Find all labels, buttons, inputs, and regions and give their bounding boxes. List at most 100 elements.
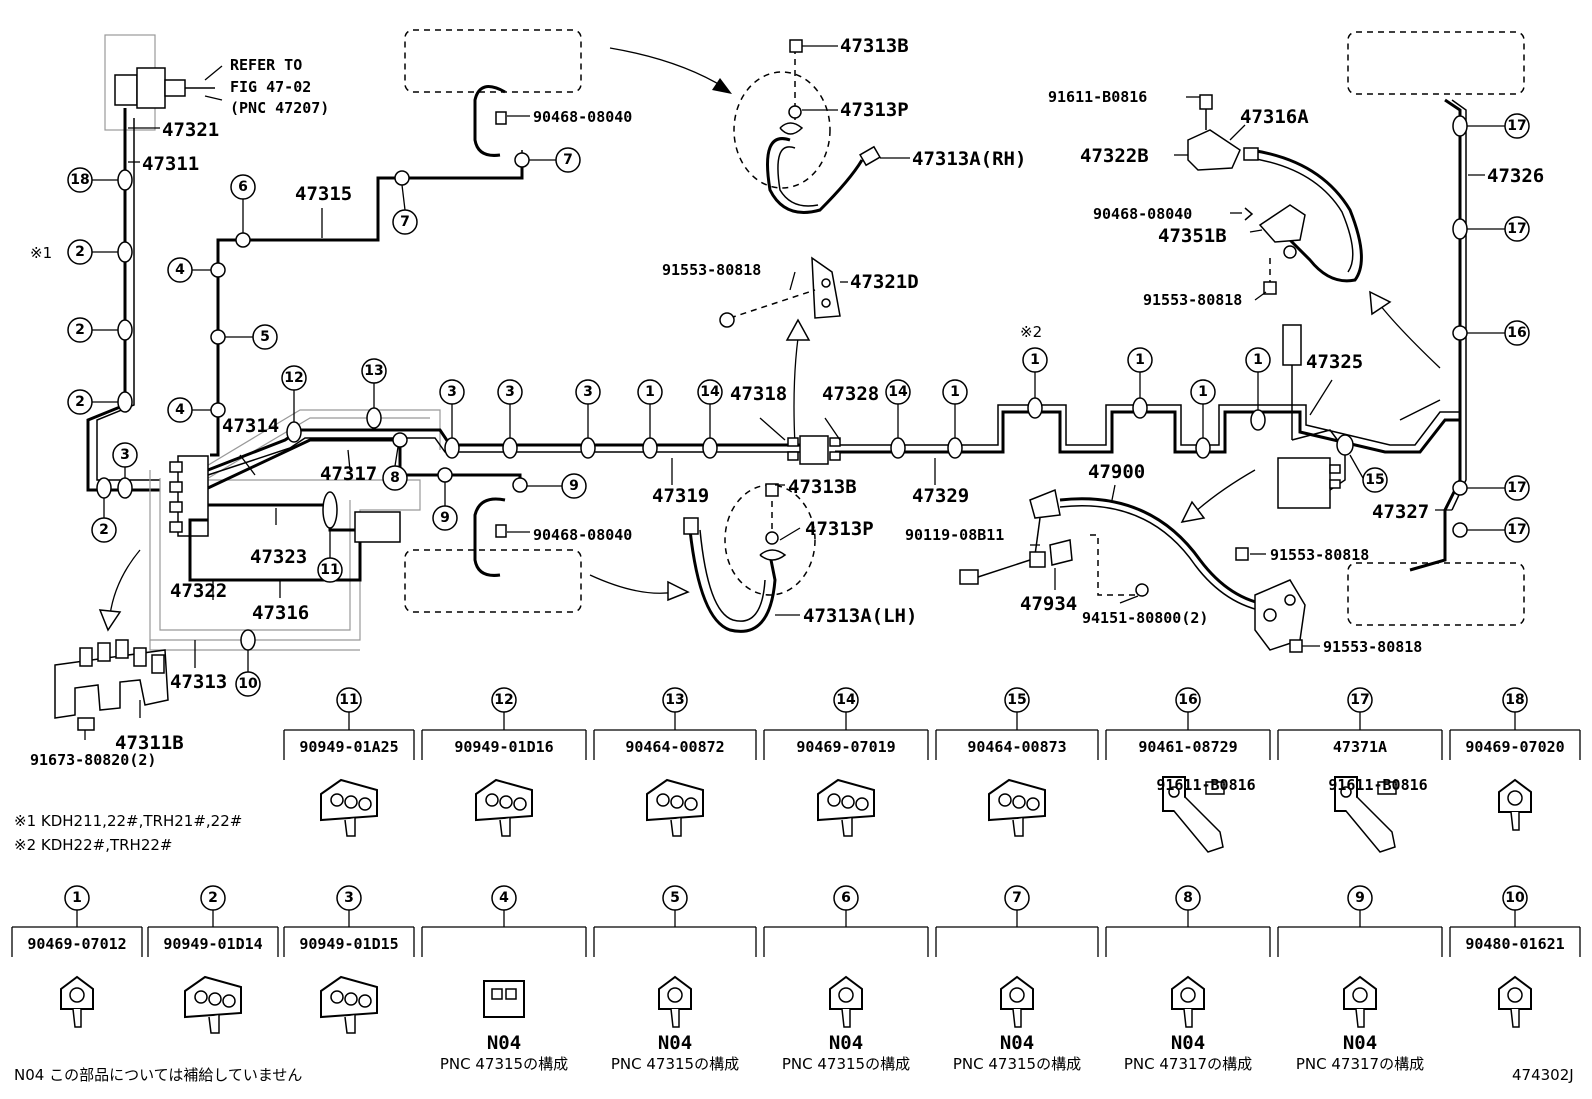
panel-note: PNC 47317の構成 [1124, 1055, 1252, 1073]
hose-lh-icon [683, 483, 816, 633]
circle-label: 7 [400, 214, 410, 230]
panel-number: 9 [1355, 890, 1365, 906]
panel-part-number: 47371A [1333, 738, 1387, 756]
flow-arrow-47311B [109, 549, 141, 616]
label-47327: 47327 [1372, 501, 1429, 523]
circle-label: 13 [364, 363, 383, 379]
circle-label: 7 [563, 152, 573, 168]
panel-sub-part: 91611-B0816 [1328, 776, 1427, 794]
hose-rh-icon [733, 39, 881, 214]
circle-label: 1 [1135, 352, 1145, 368]
panel-sub-part: 91611-B0816 [1156, 776, 1255, 794]
panel-note: PNC 47315の構成 [953, 1055, 1081, 1073]
label-91673: 91673-80820(2) [30, 751, 156, 769]
clip-icon [320, 778, 378, 837]
panel-number: 14 [836, 692, 856, 708]
bottom-note: N04 この部品については補給していません [14, 1066, 302, 1084]
label-47315: 47315 [295, 183, 352, 205]
panel-number: 1 [72, 890, 82, 906]
panel-note: PNC 47317の構成 [1296, 1055, 1424, 1073]
circle-label: 1 [1253, 352, 1263, 368]
clip-icon [658, 975, 692, 1028]
label-91553-c: 91553-80818 [1270, 546, 1369, 564]
circle-label: 3 [583, 384, 593, 400]
circle-label: 9 [440, 510, 450, 526]
clip-icon [1498, 975, 1532, 1028]
panel-number: 11 [339, 692, 358, 708]
panel-number: 17 [1350, 692, 1369, 708]
label-91611-top: 91611-B0816 [1048, 88, 1147, 106]
panel-code: N04 [1343, 1032, 1377, 1054]
panel-note: PNC 47315の構成 [782, 1055, 910, 1073]
panel-number: 18 [1505, 692, 1524, 708]
panel-part-number: 90464-00873 [967, 738, 1066, 756]
circle-label: 6 [238, 179, 248, 195]
circle-label: 1 [1030, 352, 1040, 368]
clip-panel: 17 47371A 91611-B0816 [1277, 687, 1443, 853]
label-90468-mid: 90468-08040 [533, 526, 632, 544]
label-90468-right: 90468-08040 [1093, 205, 1192, 223]
circle-label: 17 [1507, 221, 1526, 237]
panel-part-number: 90480-01621 [1465, 935, 1564, 953]
panel-number: 6 [841, 890, 851, 906]
label-47321D: 47321D [850, 271, 919, 293]
label-47313B-top: 47313B [840, 35, 909, 57]
panel-part-number: 90949-01D16 [454, 738, 553, 756]
circle-label: 2 [99, 522, 109, 538]
bracket-47311B-icon [54, 639, 169, 731]
label-47314: 47314 [222, 415, 279, 437]
label-47329: 47329 [912, 485, 969, 507]
panel-note: PNC 47315の構成 [611, 1055, 739, 1073]
panel-code: N04 [1000, 1032, 1034, 1054]
clip-icon [646, 778, 704, 837]
label-94151: 94151-80800(2) [1082, 609, 1208, 627]
clip-icon [817, 778, 875, 837]
marker-2: ※2 [1020, 323, 1042, 341]
flow-arrow-top-head [712, 78, 732, 94]
circle-label: 18 [70, 172, 89, 188]
ref-box-right-top [1347, 31, 1525, 95]
label-47317: 47317 [320, 463, 377, 485]
clip-icon [184, 975, 242, 1034]
label-47318: 47318 [730, 383, 787, 405]
circle-label: 16 [1507, 325, 1526, 341]
label-47311: 47311 [142, 153, 199, 175]
label-47311B: 47311B [115, 732, 184, 754]
ref-box-right-bottom [1347, 562, 1525, 626]
label-47321: 47321 [162, 119, 219, 141]
circle-label: 4 [175, 262, 185, 278]
clip-icon [1498, 778, 1532, 831]
flow-arrow-47311B-head [98, 609, 122, 632]
panel-number: 16 [1178, 692, 1197, 708]
circle-label: 4 [175, 402, 185, 418]
junction-47318-icon [787, 435, 841, 465]
panel-part-number: 90464-00872 [625, 738, 724, 756]
panel-code: N04 [1171, 1032, 1205, 1054]
clip-markers [96, 115, 1468, 651]
panel-number: 7 [1012, 890, 1022, 906]
circle-label: 17 [1507, 480, 1526, 496]
master-cylinder-icon [114, 65, 223, 109]
clip-icon [1343, 975, 1377, 1028]
clip-icon [320, 975, 378, 1034]
flow-arrow-up [793, 337, 799, 446]
circle-label: 5 [260, 329, 270, 345]
flow-arrow-top [609, 47, 726, 89]
brake-lines [86, 98, 1467, 651]
ref-box-mid [404, 549, 582, 613]
panel-number: 5 [670, 890, 680, 906]
circle-label: 9 [569, 478, 579, 494]
circle-label: 8 [390, 470, 400, 486]
clip-icon [483, 980, 525, 1018]
lsp-sensor-icon [959, 488, 1306, 653]
clip-icon [988, 778, 1046, 837]
flow-arrow-47900-head [1180, 500, 1206, 524]
circle-label: 3 [505, 384, 515, 400]
